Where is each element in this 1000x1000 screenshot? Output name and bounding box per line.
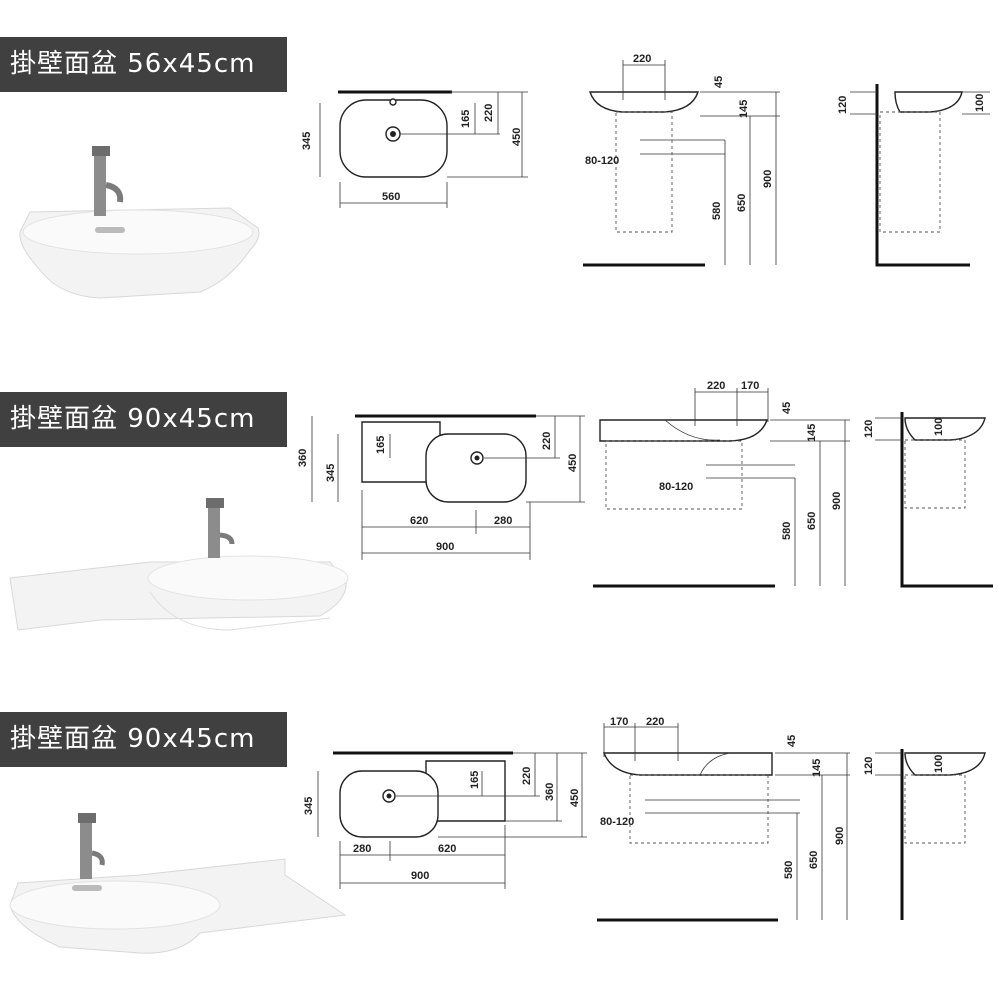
product-drawings: 620 280 900 360 345 165 220 450 <box>9 380 993 631</box>
dim-range: 80-120 <box>600 816 634 828</box>
dim-width-right: 280 <box>494 515 512 527</box>
dim-h1: 580 <box>781 522 793 540</box>
dim-depth: 450 <box>567 454 579 472</box>
front-view-drawing: 170 220 45 145 80-120 580 650 900 <box>597 716 850 922</box>
side-view-drawing: 120 100 <box>863 749 986 920</box>
dim-h2: 650 <box>806 512 818 530</box>
dim-bowl: 145 <box>806 424 818 442</box>
side-view-drawing: 120 100 <box>863 412 993 588</box>
dim-d2: 220 <box>521 767 533 785</box>
dim-h1: 580 <box>783 861 795 879</box>
dim-side-bowl: 100 <box>974 94 986 112</box>
dim-width-left: 280 <box>353 843 371 855</box>
product-drawings: 280 620 900 345 165 220 360 450 <box>9 716 986 954</box>
dim-inner-depth: 345 <box>303 797 315 815</box>
dim-range: 80-120 <box>585 155 619 167</box>
dim-h3: 900 <box>831 492 843 510</box>
dim-tap-spacing: 220 <box>633 53 651 65</box>
dim-edge: 170 <box>610 716 628 728</box>
basin-photo <box>19 146 260 299</box>
dim-h3: 900 <box>834 827 846 845</box>
side-view-drawing: 120 100 <box>837 84 990 267</box>
product-drawings: 560 345 165 220 450 220 45 145 <box>19 53 990 299</box>
dim-top: 45 <box>713 76 725 88</box>
dim-width-left: 620 <box>410 515 428 527</box>
product-title: 掛壁面盆 56x45cm <box>0 37 287 92</box>
front-view-drawing: 220 170 45 145 80-120 580 650 900 <box>593 380 850 588</box>
dim-range: 80-120 <box>659 481 693 493</box>
dim-total: 900 <box>436 541 454 553</box>
dim-d1: 165 <box>460 110 472 128</box>
product-title: 掛壁面盆 90x45cm <box>0 392 287 447</box>
dim-inner-depth: 345 <box>325 464 337 482</box>
dim-edge: 170 <box>741 380 759 392</box>
dim-top: 45 <box>781 402 793 414</box>
dim-shelf: 360 <box>297 449 309 467</box>
dim-top: 45 <box>786 735 798 747</box>
dim-side-wall: 120 <box>863 757 875 775</box>
dim-shelf: 360 <box>544 783 556 801</box>
dim-width: 560 <box>382 191 400 203</box>
dim-bowl: 145 <box>811 759 823 777</box>
dim-side-bowl: 100 <box>933 418 945 436</box>
dim-side-wall: 120 <box>863 420 875 438</box>
dim-h2: 650 <box>736 194 748 212</box>
dim-h2: 650 <box>808 851 820 869</box>
dim-tap-spacing: 220 <box>707 380 725 392</box>
top-view-drawing: 280 620 900 345 165 220 360 450 <box>303 751 587 889</box>
dim-d1: 165 <box>375 436 387 454</box>
product-section-1: 掛壁面盆 56x45cm 560 345 165 220 <box>0 0 1000 330</box>
dim-d1: 165 <box>469 771 481 789</box>
dim-d2: 220 <box>483 104 495 122</box>
dim-side-wall: 120 <box>837 96 849 114</box>
front-view-drawing: 220 45 145 80-120 580 650 900 <box>583 53 780 267</box>
dim-side-bowl: 100 <box>933 755 945 773</box>
top-view-drawing: 560 345 165 220 450 <box>301 90 528 208</box>
dim-inner-depth: 345 <box>301 132 313 150</box>
dim-width-right: 620 <box>438 843 456 855</box>
dim-h3: 900 <box>762 170 774 188</box>
dim-depth: 450 <box>511 128 523 146</box>
dim-bowl: 145 <box>738 100 750 118</box>
dim-h1: 580 <box>711 202 723 220</box>
dim-d2: 220 <box>541 432 553 450</box>
product-title: 掛壁面盆 90x45cm <box>0 712 287 767</box>
top-view-drawing: 620 280 900 360 345 165 220 450 <box>297 414 585 560</box>
product-section-2: 掛壁面盆 90x45cm 620 280 900 360 <box>0 330 1000 665</box>
basin-photo <box>9 813 347 954</box>
dim-tap-spacing: 220 <box>646 716 664 728</box>
product-section-3: 掛壁面盆 90x45cm 280 620 900 345 <box>0 665 1000 1000</box>
dim-total: 900 <box>411 870 429 882</box>
dim-depth: 450 <box>569 789 581 807</box>
basin-photo <box>9 498 349 631</box>
